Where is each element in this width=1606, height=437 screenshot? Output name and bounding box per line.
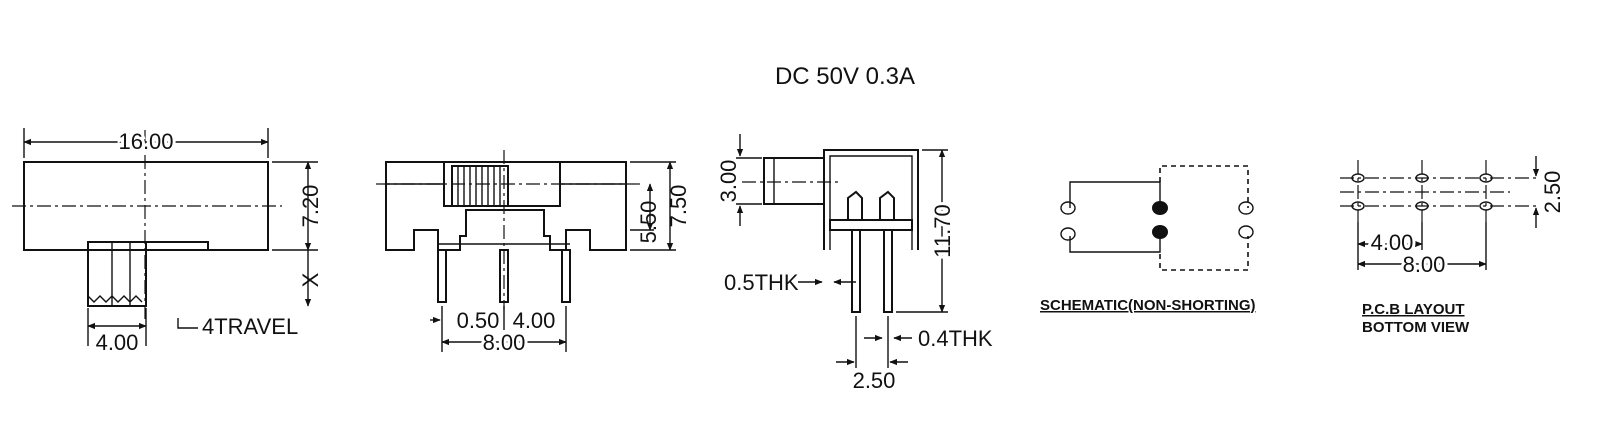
pcb-hole — [1479, 173, 1493, 183]
end-shaft-dim: 3.00 — [716, 160, 741, 203]
pcb-hole — [1351, 201, 1365, 211]
rating-title: DC 50V 0.3A — [775, 63, 915, 90]
side-view: 16.00 7.20 X 4.00 4TRAVEL — [12, 126, 323, 355]
end-pitch-dim: 2.50 — [853, 368, 896, 393]
pcb-bottom-view-label: BOTTOM VIEW — [1362, 319, 1470, 336]
side-width-dim: 16.00 — [118, 129, 173, 154]
pcb-pitch-dim: 4.00 — [1371, 230, 1414, 255]
front-span-dim: 8.00 — [483, 330, 526, 355]
common-contact — [1152, 201, 1168, 215]
terminal-contact — [1060, 227, 1076, 241]
side-travel-label: 4TRAVEL — [202, 314, 298, 339]
terminal-contact — [1060, 201, 1076, 215]
front-pin-dim: 0.50 — [457, 308, 500, 333]
end-frame-thk-dim: 0.5THK — [724, 270, 799, 295]
front-pitch-dim: 4.00 — [513, 308, 556, 333]
side-x-dim: X — [298, 272, 323, 287]
end-view: 3.00 11.70 0.5THK 0.4THK 2.50 — [716, 134, 993, 393]
common-contact — [1152, 225, 1168, 239]
pcb-hole — [1415, 173, 1429, 183]
front-height2-dim: 7.50 — [666, 185, 691, 228]
end-pin-thk-dim: 0.4THK — [918, 326, 993, 351]
pcb-layout-label: P.C.B LAYOUT — [1362, 301, 1465, 318]
pcb-hole — [1415, 201, 1429, 211]
pcb-span-dim: 8.00 — [1403, 252, 1446, 277]
pcb-layout: 2.50 4.00 8.00 P.C.B LAYOUT BOTTOM VIEW — [1340, 156, 1565, 336]
terminal-contact — [1238, 225, 1254, 239]
front-height1-dim: 5.50 — [636, 201, 661, 244]
pcb-row-dim: 2.50 — [1540, 171, 1565, 214]
front-view: 5.50 7.50 0.50 4.00 8.00 — [376, 150, 691, 358]
pcb-hole — [1351, 173, 1365, 183]
schematic-label: SCHEMATIC(NON-SHORTING) — [1040, 297, 1256, 314]
end-height-dim: 11.70 — [930, 204, 955, 257]
side-knob-dim: 4.00 — [96, 330, 139, 355]
schematic: SCHEMATIC(NON-SHORTING) — [1040, 165, 1256, 314]
terminal-contact — [1238, 201, 1254, 215]
pcb-hole — [1479, 201, 1493, 211]
side-height-dim: 7.20 — [298, 185, 323, 228]
